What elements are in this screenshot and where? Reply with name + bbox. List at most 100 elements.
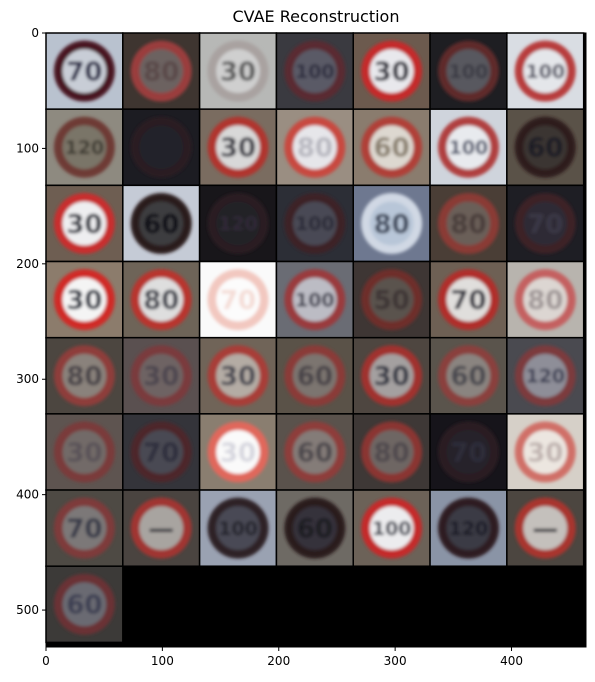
sign-label: 50 bbox=[374, 286, 410, 316]
axes-frame bbox=[45, 32, 587, 648]
sign-face bbox=[369, 277, 414, 322]
sign-tile: 100 bbox=[275, 184, 354, 263]
sign-face bbox=[369, 125, 414, 170]
sign-label: 30 bbox=[527, 438, 563, 468]
speed-sign: 80 bbox=[53, 345, 115, 407]
speed-sign: 80 bbox=[514, 269, 576, 331]
sign-tile: 30 bbox=[198, 108, 278, 187]
speed-sign: — bbox=[514, 497, 576, 559]
sign-tile: 30 bbox=[198, 413, 278, 491]
speed-sign: 60 bbox=[284, 421, 346, 483]
sign-face bbox=[216, 201, 260, 246]
speed-sign: 70 bbox=[53, 40, 115, 102]
sign-tile: 70 bbox=[45, 489, 124, 567]
sign-label: 30 bbox=[220, 134, 256, 164]
y-tick-label: 300 bbox=[16, 372, 39, 386]
sign-tile: 60 bbox=[429, 336, 508, 415]
sign-tile: 100 bbox=[275, 260, 354, 339]
sign-face bbox=[369, 353, 414, 398]
sign-label: 100 bbox=[372, 518, 411, 540]
sign-tile: — bbox=[506, 489, 585, 567]
sign-face bbox=[139, 506, 184, 551]
sign-tile: 80 bbox=[352, 184, 431, 263]
sign-face bbox=[62, 430, 107, 474]
y-tick-label: 200 bbox=[16, 257, 39, 271]
sign-tile: 80 bbox=[122, 260, 201, 339]
sign-face bbox=[62, 125, 107, 170]
sign-label: 60 bbox=[450, 362, 486, 392]
x-tick-label: 100 bbox=[151, 654, 174, 668]
x-tick-label: 300 bbox=[384, 654, 407, 668]
speed-sign: 120 bbox=[514, 345, 576, 407]
speed-sign: 120 bbox=[437, 497, 499, 559]
y-tick-label: 400 bbox=[16, 488, 39, 502]
sign-tile: 30 bbox=[45, 413, 124, 491]
sign-face bbox=[139, 277, 184, 322]
speed-sign: 70 bbox=[130, 421, 192, 483]
sign-face bbox=[139, 201, 184, 246]
sign-label: 100 bbox=[295, 213, 334, 235]
sign-label: 80 bbox=[143, 57, 179, 87]
speed-sign: 100 bbox=[437, 116, 499, 178]
sign-face bbox=[292, 201, 337, 246]
speed-sign: 30 bbox=[361, 345, 423, 407]
sign-face bbox=[446, 277, 491, 322]
sign-tile: 70 bbox=[429, 260, 508, 339]
sign-tile: 70 bbox=[45, 32, 124, 110]
speed-sign: 50 bbox=[361, 269, 423, 331]
x-tick-label: 0 bbox=[42, 654, 50, 668]
sign-label: 70 bbox=[66, 57, 102, 87]
sign-label: 100 bbox=[218, 518, 257, 540]
sign-face bbox=[62, 201, 107, 246]
sign-label: 30 bbox=[374, 57, 410, 87]
sign-label: 80 bbox=[297, 134, 333, 164]
speed-sign: 80 bbox=[284, 116, 346, 178]
y-tick-label: 0 bbox=[31, 26, 39, 40]
speed-sign: 70 bbox=[514, 192, 576, 254]
sign-face bbox=[523, 430, 568, 474]
sign-label: 70 bbox=[450, 286, 486, 316]
speed-sign: 120 bbox=[53, 116, 115, 178]
speed-sign: 70 bbox=[437, 421, 499, 483]
sign-tile: — bbox=[122, 489, 201, 567]
sign-face bbox=[62, 582, 107, 627]
sign-tile: 100 bbox=[275, 32, 354, 110]
sign-label: 70 bbox=[450, 438, 486, 468]
speed-sign: 60 bbox=[284, 497, 346, 559]
sign-face bbox=[523, 201, 568, 246]
x-tick-label: 400 bbox=[500, 654, 523, 668]
sign-face bbox=[62, 49, 107, 94]
sign-label: 80 bbox=[527, 286, 563, 316]
sign-face bbox=[62, 277, 107, 322]
speed-sign: 100 bbox=[284, 269, 346, 331]
sign-face bbox=[523, 49, 568, 94]
speed-sign bbox=[130, 116, 192, 178]
speed-sign: 80 bbox=[130, 40, 192, 102]
sign-face bbox=[523, 353, 568, 398]
speed-sign: 60 bbox=[437, 345, 499, 407]
sign-tile: 80 bbox=[352, 413, 431, 491]
sign-face bbox=[292, 125, 337, 170]
sign-tile: 30 bbox=[506, 413, 585, 491]
sign-tile: 50 bbox=[352, 260, 431, 339]
sign-face bbox=[216, 277, 260, 322]
speed-sign: 60 bbox=[53, 573, 115, 635]
sign-tile: 60 bbox=[275, 336, 354, 415]
sign-label: 100 bbox=[295, 289, 334, 311]
speed-sign: 80 bbox=[361, 421, 423, 483]
sign-face bbox=[523, 506, 568, 551]
y-tick-label: 500 bbox=[16, 603, 39, 617]
sign-label: 60 bbox=[297, 514, 333, 544]
sign-label: 100 bbox=[449, 61, 488, 83]
sign-label: 70 bbox=[66, 514, 102, 544]
speed-sign: 100 bbox=[361, 497, 423, 559]
sign-tile: 30 bbox=[45, 260, 124, 339]
speed-sign: 100 bbox=[437, 40, 499, 102]
sign-face bbox=[292, 353, 337, 398]
sign-face bbox=[446, 201, 491, 246]
speed-sign: 30 bbox=[130, 345, 192, 407]
sign-label: 70 bbox=[143, 438, 179, 468]
speed-sign: 80 bbox=[361, 192, 423, 254]
sign-label: 120 bbox=[526, 366, 565, 388]
y-tick-label: 100 bbox=[16, 141, 39, 155]
